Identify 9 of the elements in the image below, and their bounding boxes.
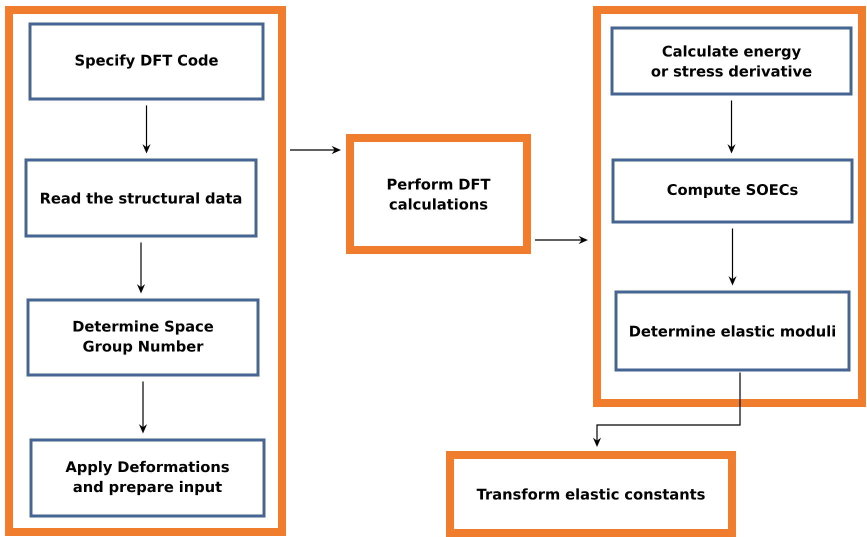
process-box: Transform elastic constants — [446, 451, 736, 537]
step-box: Read the structural data — [24, 158, 258, 238]
step-box: Compute SOECs — [612, 158, 854, 224]
process-box: Perform DFT calculations — [346, 134, 531, 254]
step-box: Apply Deformations and prepare input — [30, 438, 266, 518]
step-box: Specify DFT Code — [28, 22, 264, 100]
step-box: Calculate energy or stress derivative — [610, 26, 852, 96]
step-box: Determine Space Group Number — [26, 298, 260, 376]
step-box: Determine elastic moduli — [614, 290, 850, 372]
